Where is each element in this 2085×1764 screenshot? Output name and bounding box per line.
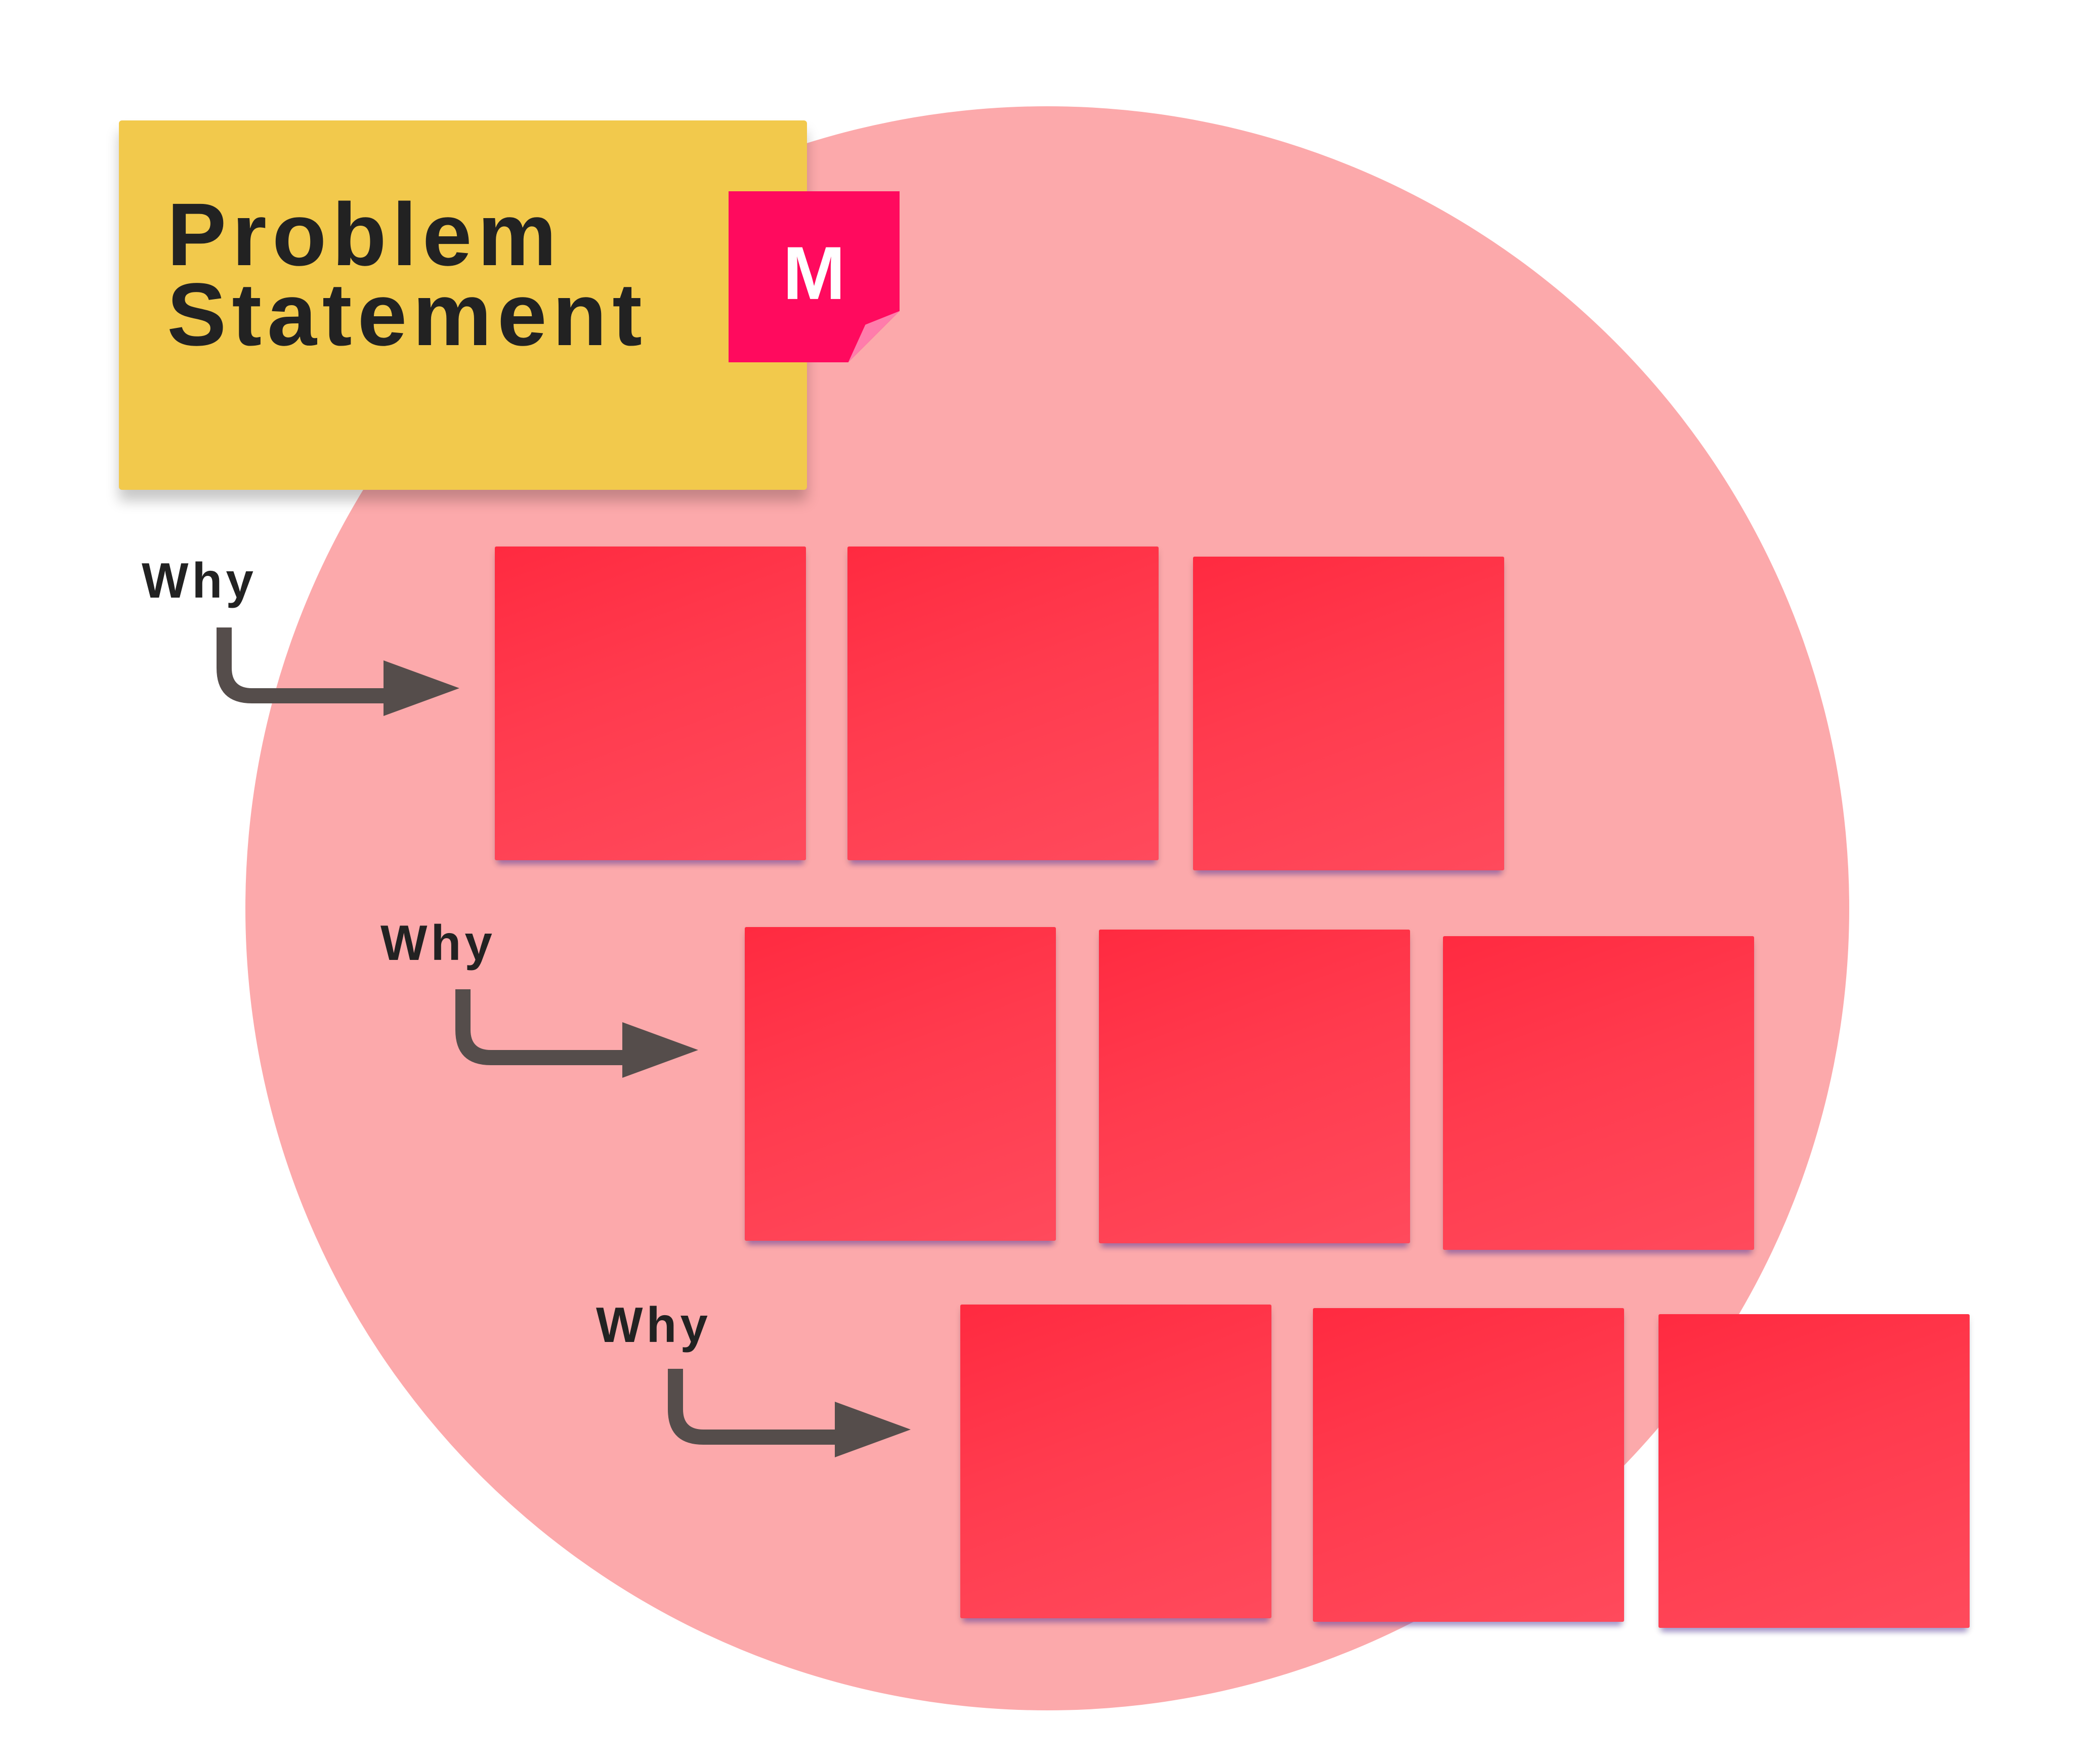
sticky-note <box>847 547 1159 860</box>
sticky-note <box>1099 930 1410 1243</box>
problem-statement-title: Problem Statement <box>167 185 648 364</box>
sticky-note <box>495 547 806 860</box>
logo-icon: M <box>729 191 900 362</box>
sticky-note <box>960 1305 1271 1618</box>
logo-letter: M <box>783 231 845 315</box>
why-label-1: Why <box>142 553 257 608</box>
sticky-note <box>1443 936 1754 1250</box>
arrow-icon <box>450 989 703 1111</box>
sticky-note <box>1658 1314 1970 1628</box>
sticky-note <box>1193 557 1504 870</box>
why-label-2: Why <box>380 915 496 971</box>
logo-body <box>729 191 900 362</box>
sticky-note <box>1313 1308 1624 1622</box>
why-label-3: Why <box>596 1297 711 1353</box>
problem-statement-note <box>119 120 807 490</box>
sticky-note <box>745 927 1056 1241</box>
arrow-icon <box>663 1369 916 1490</box>
arrow-icon <box>211 627 464 749</box>
